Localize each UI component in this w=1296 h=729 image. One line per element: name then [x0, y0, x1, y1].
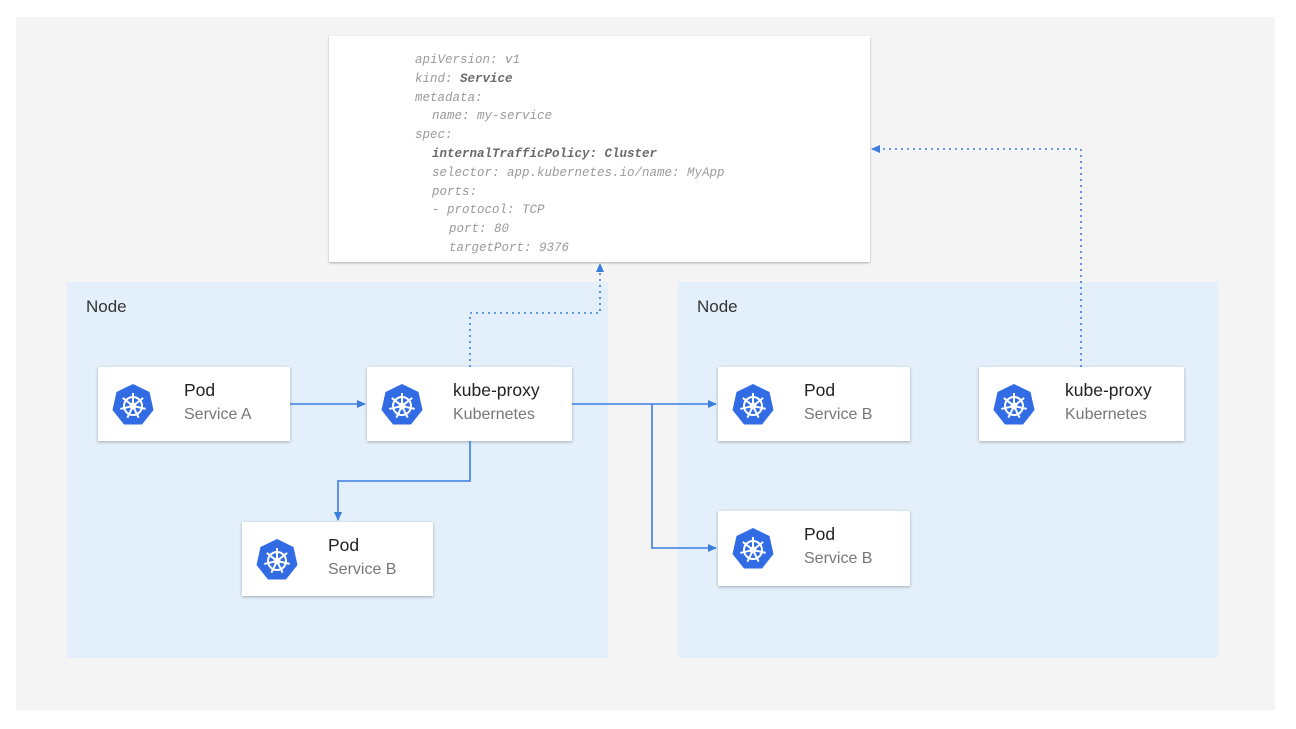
yaml-key: selector: — [432, 165, 500, 180]
card-subtitle: Service B — [804, 550, 873, 567]
yaml-value: Cluster — [597, 147, 658, 161]
kubernetes-helm-icon — [992, 383, 1036, 427]
arrow-proxy-to-pod-b-left — [334, 441, 471, 521]
card-subtitle: Service B — [328, 561, 397, 578]
pod-service-a-card: Pod Service A — [98, 367, 290, 441]
card-subtitle: Kubernetes — [1065, 406, 1147, 423]
kube-proxy-left-card: kube-proxy Kubernetes — [367, 367, 572, 441]
yaml-value: 9376 — [531, 241, 570, 255]
yaml-key: spec: — [415, 128, 453, 143]
yaml-key: apiVersion: — [415, 53, 498, 67]
yaml-key: name: — [432, 109, 470, 124]
yaml-value: my-service — [469, 109, 553, 124]
card-title: Pod — [804, 380, 836, 400]
yaml-line: internalTrafficPolicy: Cluster — [432, 147, 657, 161]
yaml-key: targetPort: — [449, 241, 532, 255]
pod-service-b-right-bottom-card: Pod Service B — [718, 511, 910, 586]
node-right: Node — [678, 282, 1218, 658]
node-label: Node — [697, 297, 738, 316]
kubernetes-helm-icon — [255, 538, 299, 582]
dotted-arrow-proxy-left-to-service — [469, 263, 604, 367]
yaml-value: 80 — [486, 222, 510, 237]
yaml-line: targetPort: 9376 — [449, 241, 569, 255]
kubernetes-helm-icon — [380, 383, 424, 427]
yaml-line: port: 80 — [449, 222, 509, 236]
card-title: Pod — [328, 535, 360, 555]
yaml-key: ports: — [432, 184, 478, 199]
yaml-value: TCP — [514, 203, 545, 218]
pod-service-b-right-top-card: Pod Service B — [718, 367, 910, 441]
kubernetes-helm-icon — [111, 383, 155, 427]
yaml-line: metadata: — [415, 91, 483, 105]
yaml-key: port: — [449, 222, 487, 237]
yaml-key: - protocol: — [432, 203, 515, 218]
card-subtitle: Kubernetes — [453, 406, 535, 423]
card-title: kube-proxy — [453, 380, 540, 400]
dotted-arrow-proxy-right-to-service — [871, 145, 1082, 367]
yaml-key: internalTrafficPolicy: — [432, 147, 598, 161]
card-title: kube-proxy — [1065, 380, 1152, 400]
kubernetes-helm-icon — [731, 527, 775, 571]
yaml-line: - protocol: TCP — [432, 203, 545, 217]
yaml-value: app.kubernetes.io/name: MyApp — [499, 165, 725, 180]
yaml-line: name: my-service — [432, 109, 552, 123]
yaml-line: kind: Service — [415, 72, 513, 86]
yaml-value: Service — [452, 71, 513, 86]
kube-proxy-right-card: kube-proxy Kubernetes — [979, 367, 1184, 441]
yaml-key: kind: — [415, 71, 453, 86]
card-subtitle: Service B — [804, 406, 873, 423]
yaml-line: apiVersion: v1 — [415, 53, 520, 67]
service-yaml-card: apiVersion: v1 kind: Service metadata: name… — [329, 36, 870, 262]
card-title: Pod — [804, 524, 836, 544]
node-label: Node — [86, 297, 127, 316]
card-subtitle: Service A — [184, 406, 252, 423]
pod-service-b-left-card: Pod Service B — [242, 522, 433, 596]
kubernetes-helm-icon — [731, 383, 775, 427]
arrow-proxy-to-pod-b-right-bottom — [651, 404, 717, 552]
yaml-value: v1 — [497, 53, 521, 67]
yaml-line: spec: — [415, 128, 453, 142]
card-title: Pod — [184, 380, 216, 400]
yaml-key: metadata: — [415, 90, 483, 105]
yaml-line: selector: app.kubernetes.io/name: MyApp — [432, 166, 725, 180]
yaml-line: ports: — [432, 185, 477, 199]
